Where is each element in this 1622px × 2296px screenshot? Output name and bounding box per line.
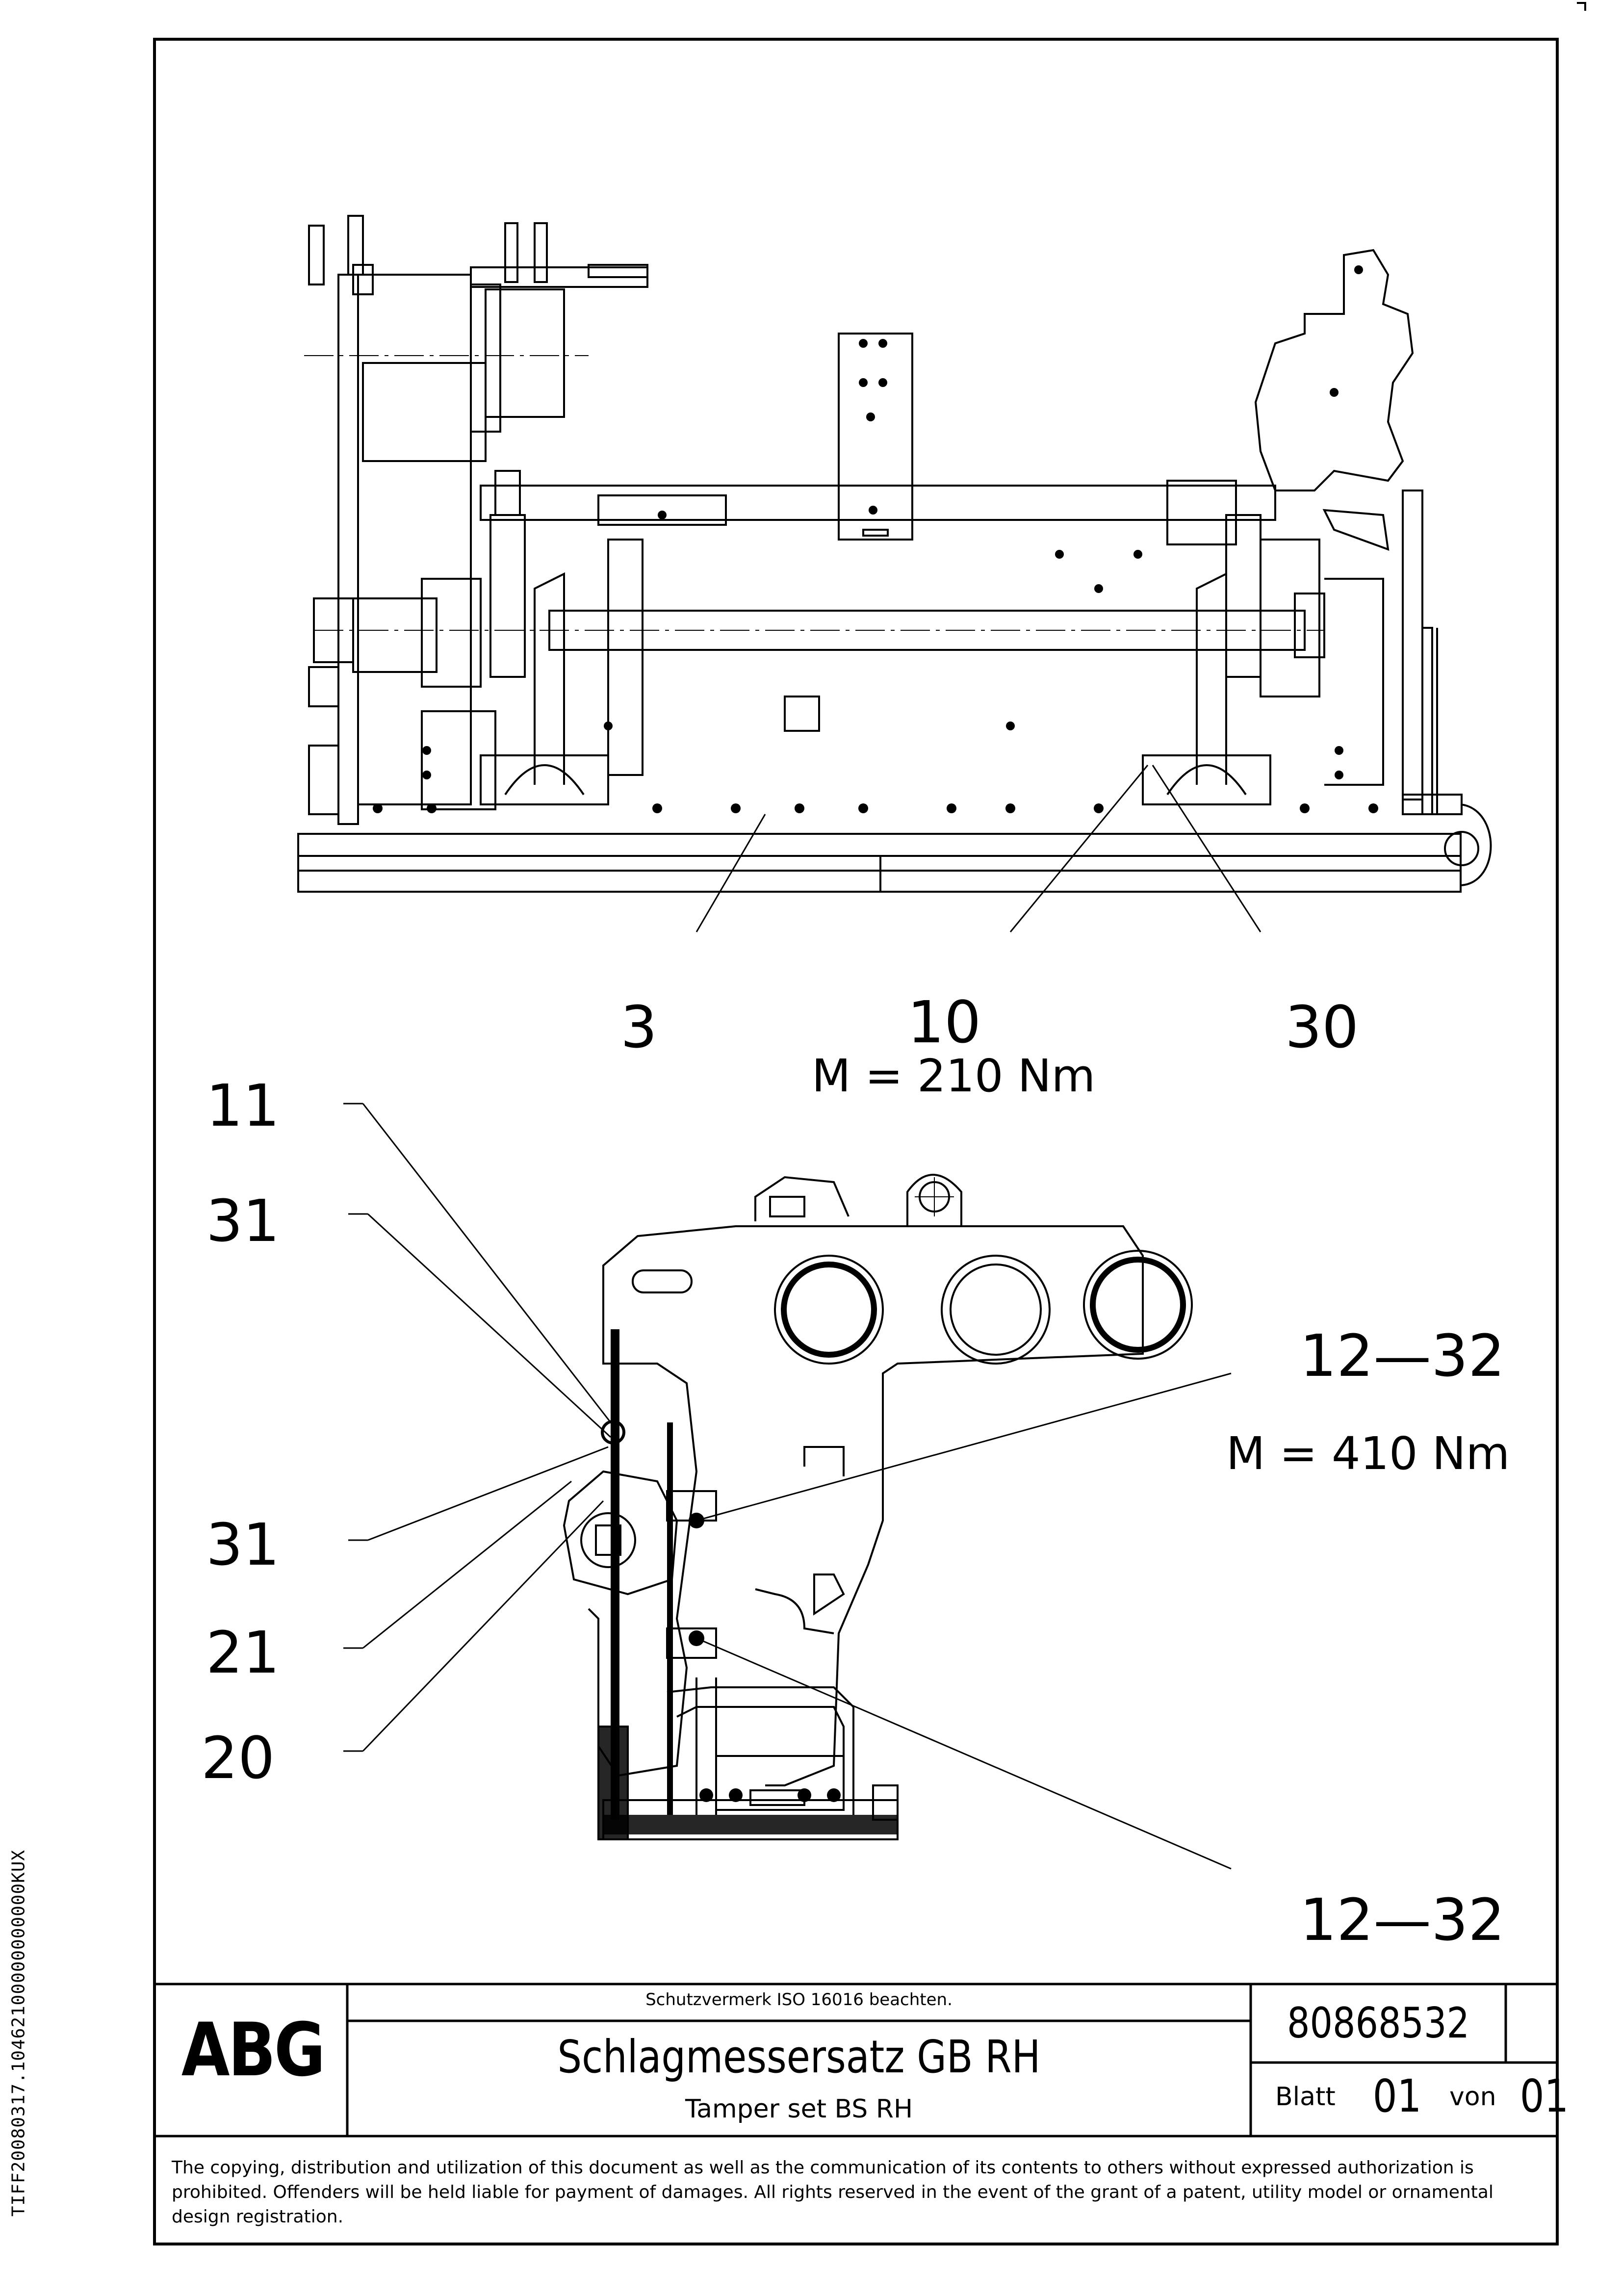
callout-21: 21 [206, 1619, 280, 1686]
callout-10: 10 [907, 988, 981, 1056]
document-code-vertical: TIFF20080317.10462100000000000KUX [4, 1776, 33, 2291]
sheet-number: 01 [1372, 2070, 1422, 2122]
copyright-notice: The copying, distribution and utilizatio… [172, 2158, 1493, 2227]
callout-31-top: 31 [206, 1187, 280, 1255]
sheet-total: 01 [1519, 2070, 1569, 2122]
callout-31-bottom: 31 [206, 1511, 280, 1578]
callout-12-32-bottom: 12—32 [1300, 1886, 1505, 1954]
top-view-bolts [373, 265, 1378, 813]
protection-note: Schutzvermerk ISO 16016 beachten. [645, 1990, 953, 2010]
callout-12-32-top: 12—32 [1300, 1322, 1505, 1390]
torque-410: M = 410 Nm [1226, 1427, 1510, 1480]
callout-labels: 3 10 30 M = 210 Nm 11 31 12—32 M = 410 N… [201, 988, 1510, 1954]
callout-30: 30 [1285, 993, 1359, 1061]
drawing-frame [153, 38, 1559, 2245]
section-view-hatch [599, 1329, 898, 1839]
of-label: von [1449, 2082, 1496, 2112]
document-code-text: TIFF20080317.10462100000000000KUX [8, 1849, 29, 2217]
top-view-assembly [297, 215, 1492, 893]
company-logo: ABG [181, 2008, 326, 2093]
sheet-label: Blatt [1275, 2082, 1336, 2112]
section-view-leaders [343, 1103, 1232, 1870]
callout-3: 3 [620, 993, 657, 1061]
part-number: 80868532 [1287, 1999, 1470, 2048]
title-german: Schlagmessersatz GB RH [557, 2031, 1041, 2083]
section-view-assembly [563, 1174, 1193, 1840]
title-block-lines [154, 1983, 1557, 2138]
callout-20: 20 [201, 1724, 275, 1792]
callout-11: 11 [206, 1072, 280, 1139]
torque-210: M = 210 Nm [812, 1050, 1095, 1102]
title-english: Tamper set BS RH [685, 2094, 913, 2124]
top-view-leaders [695, 765, 1262, 932]
